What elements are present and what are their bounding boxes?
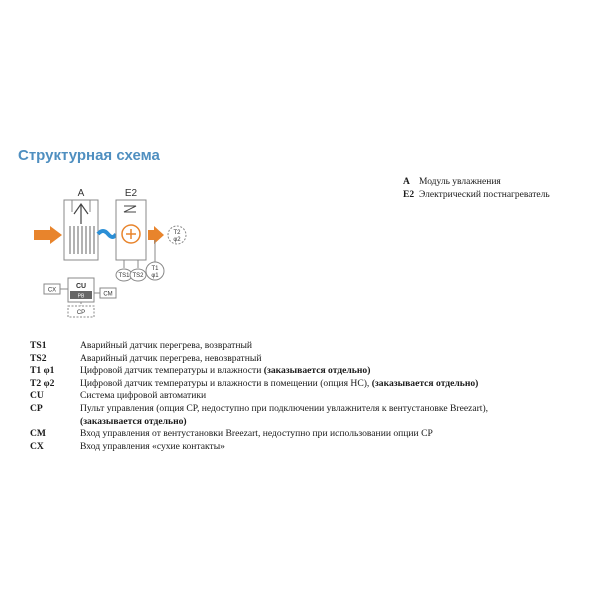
legend-code: TS2 — [30, 352, 47, 364]
cm-label: CM — [103, 292, 112, 298]
page-title: Структурная схема — [18, 147, 160, 164]
flow-connector — [96, 229, 118, 239]
outlet-arrow — [148, 226, 164, 244]
side-legend-item: A Модуль увлажнения — [403, 176, 550, 189]
legend-code: T1 φ1 — [30, 365, 55, 377]
pb-label: PB — [78, 294, 85, 300]
structure-diagram: A E2 T2 φ2 TS1 TS2 T1 φ1 CU PB CX CM CP — [34, 188, 187, 318]
pb-block — [70, 291, 92, 299]
label-a: A — [78, 188, 85, 199]
side-legend-item: E2 Электрический постнагреватель — [403, 189, 550, 202]
side-legend-code: A — [403, 177, 410, 187]
sensor-ts2-label: TS2 — [132, 273, 144, 279]
legend: TS1 Аварийный датчик перегрева, возвратн… — [30, 340, 590, 453]
legend-code: CM — [30, 428, 46, 440]
heater-zigzag-icon — [123, 205, 137, 213]
legend-desc: Система цифровой автоматики — [80, 390, 207, 402]
sensor-t2-line2: φ2 — [173, 237, 181, 243]
sensor-ts2 — [129, 268, 147, 282]
side-legend-code: E2 — [403, 190, 415, 200]
legend-desc: Пульт управления (опция СР, недоступно п… — [80, 402, 489, 427]
side-legend-text: Модуль увлажнения — [419, 177, 501, 187]
legend-desc: Цифровой датчик температуры и влажности … — [80, 377, 479, 389]
legend-item: TS2 Аварийный датчик перегрева, невозвра… — [30, 353, 590, 366]
legend-code: CP — [30, 402, 43, 414]
inlet-arrow — [34, 226, 62, 244]
sensor-t2 — [167, 225, 187, 245]
legend-desc: Цифровой датчик температуры и влажности … — [80, 365, 371, 377]
sensor-ts1-label: TS1 — [118, 273, 130, 279]
cx-label: CX — [48, 288, 56, 294]
legend-code: CX — [30, 440, 44, 452]
legend-item: CP Пульт управления (опция СР, недоступн… — [30, 403, 590, 428]
sensor-t1-line1: T1 — [151, 266, 159, 272]
legend-item: T2 φ2 Цифровой датчик температуры и влаж… — [30, 378, 590, 391]
sensor-t2-line1: T2 — [173, 230, 181, 236]
humidifier-lines — [69, 226, 95, 254]
cu-label: CU — [76, 283, 86, 290]
legend-code: T2 φ2 — [30, 377, 55, 389]
side-legend: A Модуль увлажнения E2 Электрический пос… — [403, 176, 550, 202]
legend-desc: Вход управления «сухие контакты» — [80, 440, 225, 452]
legend-desc: Аварийный датчик перегрева, невозвратный — [80, 352, 262, 364]
legend-item: CM Вход управления от вентустановки Bree… — [30, 428, 590, 441]
legend-code: CU — [30, 390, 44, 402]
cp-block — [67, 305, 95, 318]
sensor-t1-line2: φ1 — [151, 273, 159, 279]
legend-desc: Аварийный датчик перегрева, возвратный — [80, 340, 253, 351]
legend-desc: Вход управления от вентустановки Breezar… — [80, 428, 433, 440]
legend-item: T1 φ1 Цифровой датчик температуры и влаж… — [30, 365, 590, 378]
legend-item: TS1 Аварийный датчик перегрева, возвратн… — [30, 340, 590, 353]
sensor-t1 — [145, 261, 165, 281]
water-arrow-icon — [73, 202, 89, 224]
legend-item: CU Система цифровой автоматики — [30, 390, 590, 403]
legend-code: TS1 — [30, 340, 47, 351]
legend-item: CX Вход управления «сухие контакты» — [30, 441, 590, 454]
side-legend-text: Электрический постнагреватель — [419, 190, 550, 200]
label-e2: E2 — [125, 188, 138, 199]
cp-label: CP — [77, 310, 85, 316]
